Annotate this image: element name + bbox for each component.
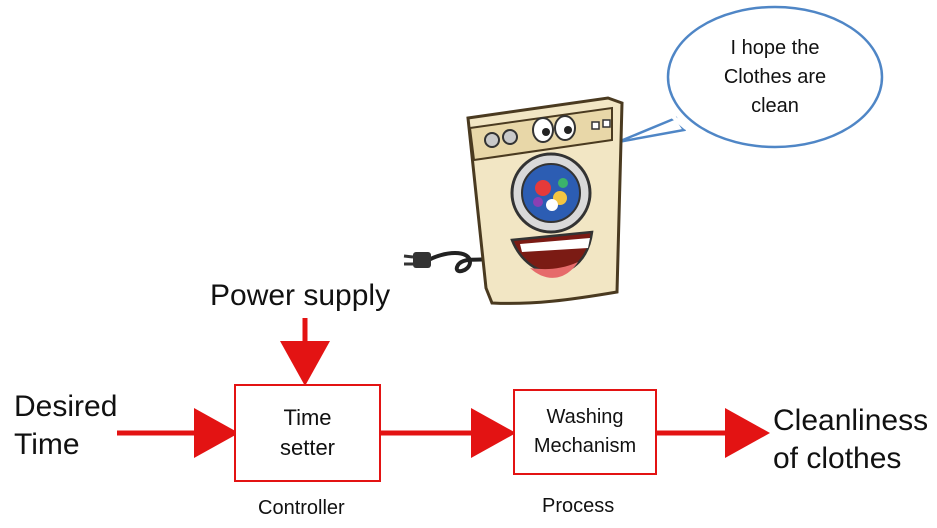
washing-line1: Washing (546, 406, 624, 428)
washing-mechanism-block: Washing Mechanism (513, 389, 657, 475)
output-cleanliness-label: Cleanliness of clothes (773, 402, 928, 478)
controller-caption: Controller (258, 497, 345, 519)
time-setter-line2: setter (279, 435, 336, 460)
speech-bubble (617, 5, 884, 149)
bubble-line1: I hope the (730, 37, 820, 59)
time-setter-line1: Time (283, 405, 332, 430)
bubble-line2: Clothes are (723, 66, 827, 88)
bubble-line3: clean (751, 95, 799, 117)
desired-line2: Time (14, 428, 80, 461)
washing-machine-icon (403, 96, 624, 305)
speech-bubble-text: I hope the Clothes are clean (690, 34, 860, 121)
output-line1: Cleanliness (773, 404, 929, 437)
output-line2: of clothes (773, 442, 902, 475)
input-desired-time-label: Desired Time (14, 388, 117, 464)
washing-line2: Mechanism (533, 435, 637, 457)
power-supply-label: Power supply (210, 279, 391, 312)
desired-line1: Desired (14, 390, 118, 423)
time-setter-block: Time setter (234, 384, 381, 482)
process-caption: Process (542, 495, 615, 517)
